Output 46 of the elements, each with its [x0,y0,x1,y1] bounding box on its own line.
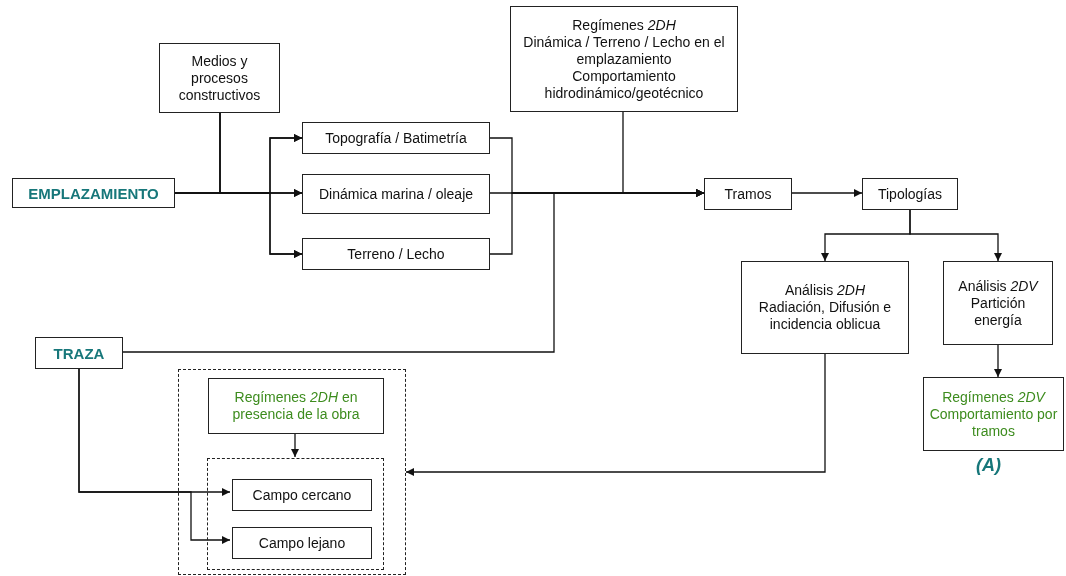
node-label: Medios y procesos constructivos [177,52,262,104]
node-label: Partición energía [969,294,1027,329]
node-label: Regímenes 2DV [942,388,1045,406]
node-label: EMPLAZAMIENTO [28,184,159,202]
connector-arrow [994,344,1002,378]
process-box [232,479,372,511]
process-box [704,178,792,210]
node-label: Comportamiento hidrodinámico/geotécnico [543,67,705,102]
process-box [302,238,490,270]
node-label: Terreno / Lecho [347,245,445,263]
process-box [741,261,909,354]
connector-arrow [78,368,231,544]
process-box [302,174,490,214]
process-box [943,261,1053,345]
node-label: Topografía / Batimetría [325,129,467,147]
connector-arrow [219,112,303,258]
figure-tag: (A) [976,455,1001,476]
node-label: Regímenes 2DH [572,16,676,34]
node-label: Comportamiento por tramos [928,405,1059,440]
dashed-group-box [207,458,384,570]
node-label: Campo lejano [258,534,346,552]
process-box [35,337,123,369]
process-box [159,43,280,113]
connector-arrow [291,432,299,458]
node-label: Análisis 2DH [784,282,866,299]
connector-arrow [622,111,705,197]
process-box [510,6,738,112]
node-label: Dinámica / Terreno / Lecho en el emplazamiento [522,33,726,68]
node-label: Regímenes 2DH en presencia de la obra [231,389,361,423]
node-label: Campo cercano [252,486,352,504]
process-box [302,122,490,154]
node-label: Dinámica marina / oleaje [318,185,474,203]
node-label: Tipologías [877,185,943,203]
node-label: Tramos [724,185,772,203]
process-box [208,378,384,434]
node-label: TRAZA [53,344,105,362]
dashed-group-box [178,369,406,575]
process-box [923,377,1064,451]
connector-arrow [791,189,863,197]
node-label: Radiación, Difusión e incidencia oblicua [757,299,893,333]
process-box [232,527,372,559]
connector-arrow [909,209,1002,262]
process-box [862,178,958,210]
process-box [12,178,175,208]
node-label: Análisis 2DV [958,277,1038,295]
connector-arrow [405,353,826,476]
